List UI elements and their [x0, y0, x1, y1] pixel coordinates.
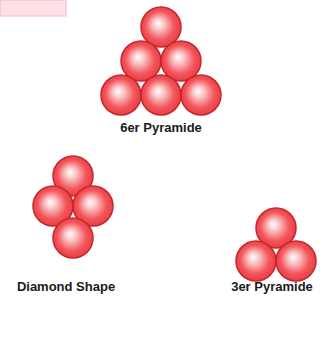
- caption-label: 6er Pyramide: [120, 121, 202, 135]
- ball: [101, 75, 141, 115]
- caption-label: Diamond Shape: [17, 280, 115, 294]
- ball: [141, 7, 181, 47]
- corner-patch: [0, 0, 66, 16]
- ball: [141, 75, 181, 115]
- ball: [181, 75, 221, 115]
- ball: [121, 41, 161, 81]
- ball: [276, 241, 316, 281]
- ball: [53, 218, 93, 258]
- caption-label: 3er Pyramide: [231, 280, 313, 294]
- ball: [161, 41, 201, 81]
- ball: [236, 241, 276, 281]
